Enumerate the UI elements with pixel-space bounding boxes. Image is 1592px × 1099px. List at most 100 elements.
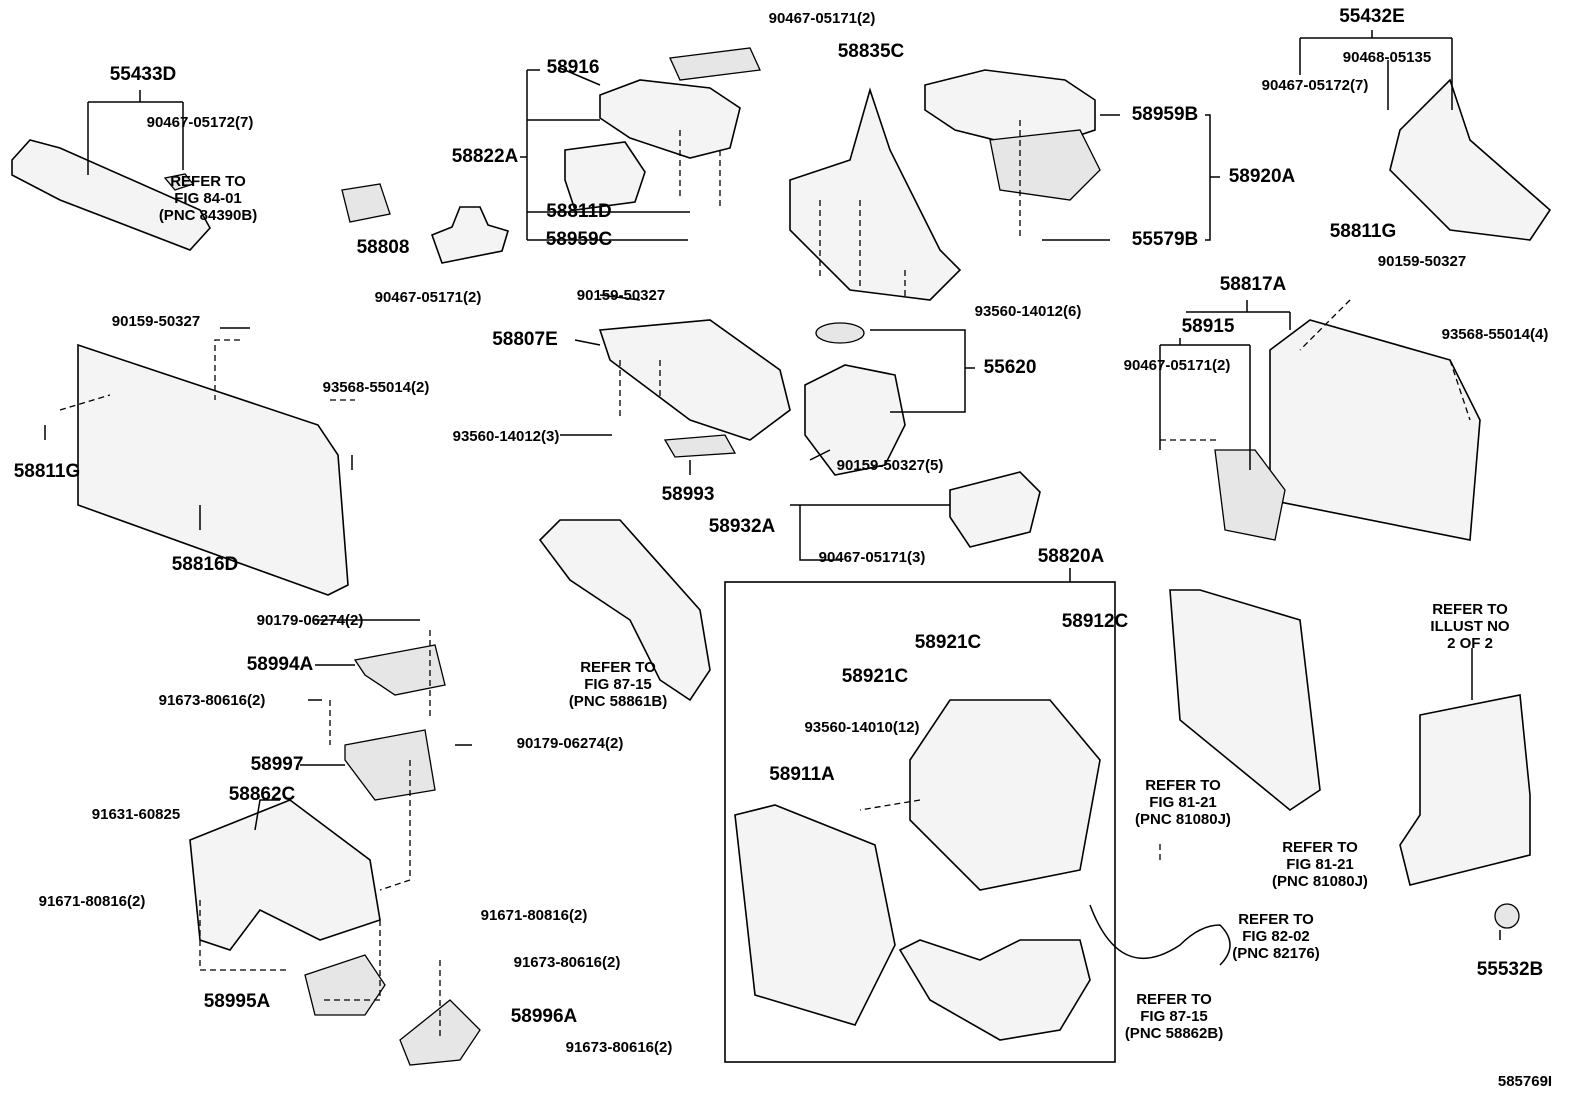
callout-line: 55620 bbox=[984, 357, 1037, 378]
callout-line: 58808 bbox=[357, 237, 410, 258]
leader-58920a bbox=[1042, 114, 1220, 241]
callout-line: 93560-14012(3) bbox=[453, 428, 560, 445]
callout-55432E: 55432E bbox=[1339, 6, 1405, 27]
callout-58822A: 58822A bbox=[452, 146, 519, 167]
callout-line: 58932A bbox=[709, 516, 776, 537]
callout-line: 91671-80816(2) bbox=[481, 907, 588, 924]
callout-line: (PNC 81080J) bbox=[1272, 873, 1368, 890]
callout-58807E: 58807E bbox=[492, 329, 558, 350]
callout-93568-55014(2): 93568-55014(2) bbox=[323, 379, 430, 396]
callout-91673-80616(2)-c: 91673-80616(2) bbox=[566, 1039, 673, 1056]
callout-line: FIG 82-02 bbox=[1242, 928, 1310, 945]
callout-line: 58811D bbox=[546, 201, 612, 222]
callout-91671-80816(2)-a: 91671-80816(2) bbox=[39, 893, 146, 910]
callout-line: 91671-80816(2) bbox=[39, 893, 146, 910]
callout-58820A: 58820A bbox=[1038, 546, 1105, 567]
callout-line: 90159-50327 bbox=[1378, 253, 1466, 270]
callout-58920A: 58920A bbox=[1229, 166, 1296, 187]
leader-58916-group bbox=[520, 69, 690, 241]
callout-line: (PNC 58861B) bbox=[569, 693, 667, 710]
callout-line: 90159-50327 bbox=[577, 287, 665, 304]
bracket-58994a-shape bbox=[353, 644, 446, 696]
callout-line: 91673-80616(2) bbox=[514, 954, 621, 971]
callout-line: 90468-05135 bbox=[1343, 49, 1431, 66]
callout-58994A: 58994A bbox=[247, 654, 314, 675]
leader-55433d bbox=[87, 90, 184, 175]
callout-line: 93560-14012(6) bbox=[975, 303, 1082, 320]
callout-line: 90467-05172(7) bbox=[1262, 77, 1369, 94]
callout-line: (PNC 58862B) bbox=[1125, 1025, 1223, 1042]
callout-line: 58994A bbox=[247, 654, 314, 675]
plate-shape bbox=[663, 434, 737, 458]
callout-58911A: 58911A bbox=[769, 764, 835, 785]
callout-55620: 55620 bbox=[984, 357, 1037, 378]
callout-90467-05171(2)-right: 90467-05171(2) bbox=[1124, 357, 1231, 374]
callout-90159-50327-left: 90159-50327 bbox=[112, 313, 200, 330]
console-box-shape bbox=[909, 699, 1101, 891]
callout-line: 90159-50327 bbox=[112, 313, 200, 330]
callout-90467-05172(7)-b: 90467-05172(7) bbox=[1262, 77, 1369, 94]
callout-58921C-b: 58921C bbox=[842, 666, 909, 687]
side-panel-58911a-shape bbox=[734, 804, 896, 1026]
callout-58835C: 58835C bbox=[838, 41, 905, 62]
callout-line: 58920A bbox=[1229, 166, 1296, 187]
callout-line: 58835C bbox=[838, 41, 905, 62]
callout-line: 58959B bbox=[1132, 104, 1199, 125]
callout-line: 58822A bbox=[452, 146, 519, 167]
callout-58996A: 58996A bbox=[511, 1006, 578, 1027]
gasket-shape bbox=[815, 322, 865, 344]
side-trim-right-shape bbox=[1389, 78, 1552, 241]
callout-line: FIG 81-21 bbox=[1149, 794, 1217, 811]
callout-line: REFER TO bbox=[1145, 777, 1221, 794]
callout-line: 55532B bbox=[1477, 959, 1544, 980]
callout-58817A: 58817A bbox=[1220, 274, 1287, 295]
callout-line: 90467-05171(3) bbox=[819, 549, 926, 566]
callout-line: FIG 87-15 bbox=[584, 676, 652, 693]
assembly-box bbox=[724, 581, 1116, 1063]
callout-line: 93568-55014(2) bbox=[323, 379, 430, 396]
callout-line: 91673-80616(2) bbox=[566, 1039, 673, 1056]
callout-58816D: 58816D bbox=[172, 554, 239, 575]
callout-line: REFER TO bbox=[1432, 601, 1508, 618]
callout-58811G-left: 58811G bbox=[14, 461, 81, 482]
callout-line: REFER TO bbox=[1282, 839, 1358, 856]
callout-90179-06274(2)-b: 90179-06274(2) bbox=[517, 735, 624, 752]
callout-91631-60825: 91631-60825 bbox=[92, 806, 180, 823]
callout-58959C: 58959C bbox=[546, 229, 613, 250]
callout-line: 90159-50327(5) bbox=[837, 457, 944, 474]
callout-line: 58862C bbox=[229, 784, 296, 805]
callout-line: 58997 bbox=[251, 754, 304, 775]
callout-585769I: 585769I bbox=[1498, 1073, 1552, 1090]
upper-panel-shape bbox=[599, 79, 741, 159]
callout-line: 91631-60825 bbox=[92, 806, 180, 823]
armrest-lid-shape bbox=[924, 69, 1096, 151]
callout-line: REFER TO bbox=[170, 173, 246, 190]
bracket-58862c-shape bbox=[189, 799, 381, 951]
callout-line: FIG 81-21 bbox=[1286, 856, 1354, 873]
callout-line: 585769I bbox=[1498, 1073, 1552, 1090]
leader-misc bbox=[44, 67, 1501, 940]
callout-93560-14010(12): 93560-14010(12) bbox=[804, 719, 919, 736]
callout-58993: 58993 bbox=[662, 484, 715, 505]
callout-90467-05171(2)-mid: 90467-05171(2) bbox=[375, 289, 482, 306]
callout-line: 58816D bbox=[172, 554, 239, 575]
callout-line: 55432E bbox=[1339, 6, 1405, 27]
shift-boot-shape bbox=[430, 206, 509, 264]
console-bracket-shape bbox=[598, 319, 791, 441]
callout-line: 93568-55014(4) bbox=[1442, 326, 1549, 343]
callout-58932A: 58932A bbox=[709, 516, 776, 537]
callout-91673-80616(2)-a: 91673-80616(2) bbox=[159, 692, 266, 709]
callout-58916: 58916 bbox=[547, 57, 600, 78]
callout-line: 2 OF 2 bbox=[1447, 635, 1493, 652]
callout-line: REFER TO bbox=[1238, 911, 1314, 928]
callout-line: ILLUST NO bbox=[1430, 618, 1509, 635]
callout-58862C: 58862C bbox=[229, 784, 296, 805]
side-panel-left-shape bbox=[77, 343, 349, 596]
leader-58817a bbox=[1186, 300, 1291, 330]
callout-line: 58820A bbox=[1038, 546, 1105, 567]
